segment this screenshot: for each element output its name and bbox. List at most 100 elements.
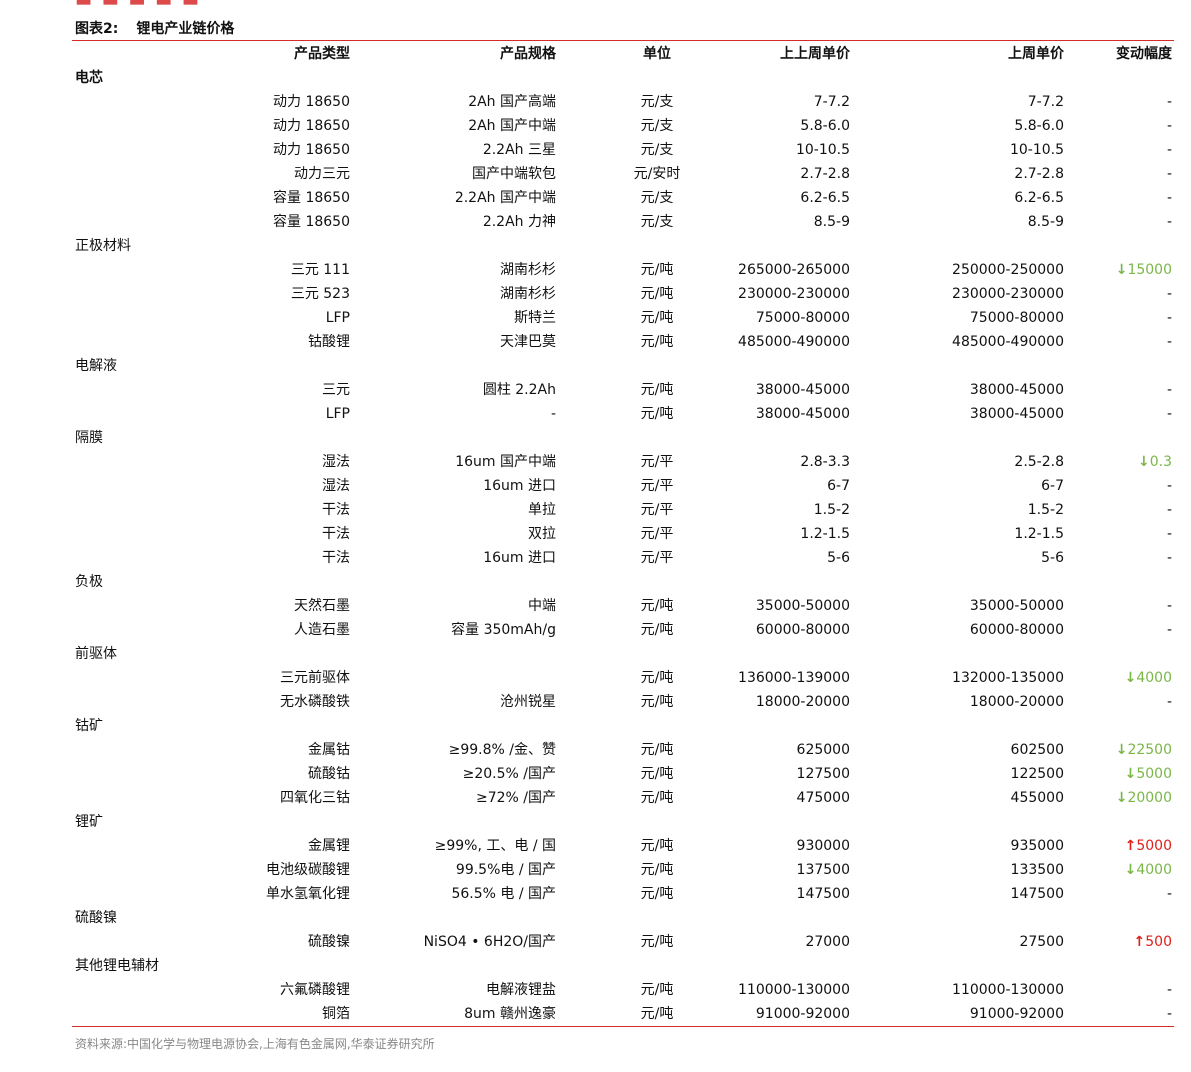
change-value: 4000 — [1136, 862, 1172, 878]
category-label: 硫酸镍 — [75, 910, 117, 926]
product-type: 三元 111 — [290, 262, 350, 278]
price-two-weeks-ago: 485000-490000 — [738, 334, 850, 350]
product-spec: 湖南杉杉 — [500, 286, 556, 302]
category-label: 正极材料 — [75, 238, 131, 254]
price-change: - — [1166, 982, 1172, 998]
product-type: 动力三元 — [294, 166, 350, 182]
category-label: 钴矿 — [75, 718, 103, 734]
change-value: 0.3 — [1149, 454, 1172, 470]
unit: 元/吨 — [640, 694, 674, 710]
price-last-week: 250000-250000 — [952, 262, 1064, 278]
price-two-weeks-ago: 265000-265000 — [738, 262, 850, 278]
product-spec: 湖南杉杉 — [500, 262, 556, 278]
product-spec: 99.5%电 / 国产 — [455, 862, 556, 878]
product-spec: 天津巴莫 — [500, 334, 556, 350]
product-type: 四氧化三钴 — [280, 790, 350, 806]
price-change: - — [1166, 1006, 1172, 1022]
product-type: 动力 18650 — [273, 142, 350, 158]
category-label: 电解液 — [75, 358, 117, 374]
price-two-weeks-ago: 38000-45000 — [755, 406, 850, 422]
arrow-down-icon: ↓ — [1124, 766, 1137, 782]
product-spec: 2.2Ah 三星 — [482, 142, 556, 158]
product-type: 三元 — [322, 382, 350, 398]
price-last-week: 2.5-2.8 — [1014, 454, 1064, 470]
price-last-week: 935000 — [1010, 838, 1064, 854]
price-last-week: 132000-135000 — [952, 670, 1064, 686]
product-spec: 2Ah 国产高端 — [468, 94, 556, 110]
category-label: 锂矿 — [75, 814, 103, 830]
category-row: 负极 — [72, 570, 1174, 594]
category-row: 电解液 — [72, 354, 1174, 378]
category-label: 负极 — [75, 574, 103, 590]
unit: 元/吨 — [640, 382, 674, 398]
arrow-down-icon: ↓ — [1115, 262, 1128, 278]
unit: 元/吨 — [640, 310, 674, 326]
product-spec: 单拉 — [528, 502, 556, 518]
product-spec: 圆柱 2.2Ah — [482, 382, 556, 398]
price-change: - — [1166, 310, 1172, 326]
unit: 元/吨 — [640, 886, 674, 902]
price-last-week: 27500 — [1019, 934, 1064, 950]
price-last-week: 5-6 — [1041, 550, 1064, 566]
price-two-weeks-ago: 147500 — [796, 886, 850, 902]
figure-title: 图表2:锂电产业链价格 — [75, 18, 234, 38]
price-change: - — [1166, 406, 1172, 422]
product-spec: ≥20.5% /国产 — [462, 766, 556, 782]
price-change: - — [1166, 622, 1172, 638]
price-last-week: 91000-92000 — [969, 1006, 1064, 1022]
unit: 元/平 — [640, 550, 674, 566]
price-two-weeks-ago: 10-10.5 — [795, 142, 850, 158]
unit: 元/吨 — [640, 838, 674, 854]
price-last-week: 18000-20000 — [969, 694, 1064, 710]
unit: 元/吨 — [640, 934, 674, 950]
price-change: - — [1166, 382, 1172, 398]
unit: 元/吨 — [640, 862, 674, 878]
price-last-week: 2.7-2.8 — [1014, 166, 1064, 182]
product-spec: 2.2Ah 力神 — [482, 214, 556, 230]
price-two-weeks-ago: 91000-92000 — [755, 1006, 850, 1022]
category-label: 隔膜 — [75, 430, 103, 446]
price-two-weeks-ago: 8.5-9 — [813, 214, 850, 230]
price-last-week: 75000-80000 — [969, 310, 1064, 326]
product-spec: 电解液锂盐 — [486, 982, 556, 998]
unit: 元/支 — [640, 214, 674, 230]
header-banner-fragment: ▬ ▬ ▬ ▬ ▬ — [75, 0, 201, 11]
price-two-weeks-ago: 930000 — [796, 838, 850, 854]
price-two-weeks-ago: 625000 — [796, 742, 850, 758]
unit: 元/支 — [640, 190, 674, 206]
product-spec: 中端 — [528, 598, 556, 614]
price-last-week: 485000-490000 — [952, 334, 1064, 350]
price-two-weeks-ago: 137500 — [796, 862, 850, 878]
product-spec: ≥99.8% /金、赞 — [448, 742, 556, 758]
price-change: - — [1166, 214, 1172, 230]
unit: 元/支 — [640, 118, 674, 134]
arrow-down-icon: ↓ — [1115, 790, 1128, 806]
price-last-week: 122500 — [1010, 766, 1064, 782]
price-two-weeks-ago: 475000 — [796, 790, 850, 806]
product-spec: 56.5% 电 / 国产 — [451, 886, 556, 902]
price-change: - — [1166, 694, 1172, 710]
price-last-week: 1.2-1.5 — [1014, 526, 1064, 542]
price-two-weeks-ago: 60000-80000 — [755, 622, 850, 638]
price-last-week: 8.5-9 — [1027, 214, 1064, 230]
product-spec: ≥72% /国产 — [475, 790, 556, 806]
product-type: 容量 18650 — [273, 190, 350, 206]
unit: 元/支 — [640, 142, 674, 158]
price-two-weeks-ago: 136000-139000 — [738, 670, 850, 686]
price-change: ↓4000 — [1125, 858, 1172, 882]
price-change: - — [1166, 502, 1172, 518]
